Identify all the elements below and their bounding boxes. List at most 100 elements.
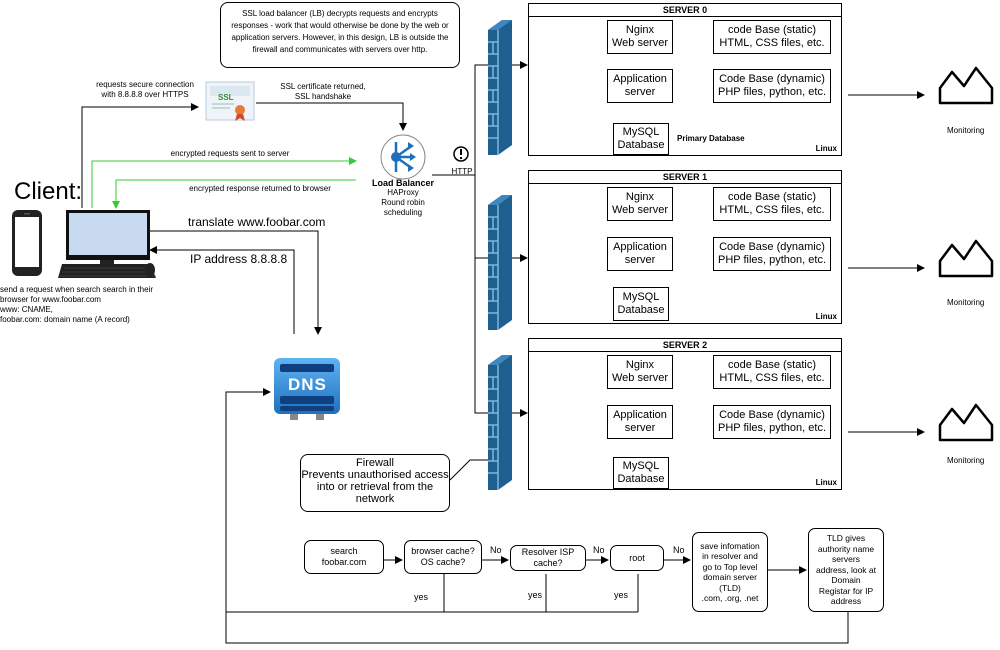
load-balancer-title: Load Balancer: [371, 178, 435, 188]
load-balancer-icon: [380, 134, 426, 180]
box-line: server: [624, 254, 656, 266]
static-codebase-box: code Base (static)HTML, CSS files, etc.: [713, 355, 831, 389]
box-line: Code Base (dynamic): [719, 241, 825, 253]
secure-connection-arrow: [81, 103, 199, 208]
box-line: code Base (static): [727, 24, 817, 36]
os-label: Linux: [815, 144, 837, 153]
box-line: Code Base (dynamic): [719, 409, 825, 421]
ssl-certificate-icon: [205, 81, 255, 121]
box-line: PHP files, python, etc.: [717, 254, 827, 266]
monitoring-0-icon: [938, 66, 994, 105]
flow-no-label: No: [593, 545, 605, 555]
os-label: Linux: [815, 312, 837, 321]
monitoring-1-label: Monitoring: [947, 298, 985, 307]
translate-arrow: [150, 230, 322, 335]
ssl-returned-label: SSL certificate returned, SSL handshake: [265, 82, 381, 102]
load-balancer-line: HAProxy: [387, 188, 419, 197]
encrypted-response-arrow: [112, 179, 356, 209]
client-title: Client:: [14, 178, 83, 205]
firewall-2-icon: [488, 355, 512, 490]
monitoring-2-label: Monitoring: [947, 456, 985, 465]
box-line: HTML, CSS files, etc.: [719, 37, 825, 49]
encrypted-requests-arrow: [91, 157, 357, 208]
flow-line: Domain: [831, 575, 861, 586]
load-balancer-line: Round robin: [381, 198, 425, 207]
box-line: PHP files, python, etc.: [717, 422, 827, 434]
warning-icon: [453, 146, 469, 162]
box-line: Nginx: [625, 359, 655, 371]
dynamic-codebase-box: Code Base (dynamic)PHP files, python, et…: [713, 405, 831, 439]
primary-database-label: Primary Database: [677, 134, 745, 143]
secure-connection-line: requests secure connection: [96, 80, 194, 89]
box-line: MySQL: [622, 460, 660, 472]
http-label: HTTP: [451, 167, 473, 176]
encrypted-response-label: encrypted response returned to browser: [189, 184, 331, 193]
client-description-line: foobar.com: domain name (A record): [0, 315, 130, 324]
box-line: MySQL: [622, 126, 660, 138]
box-line: HTML, CSS files, etc.: [719, 204, 825, 216]
monitoring-1-icon: [938, 239, 994, 278]
flow-line: Resolver ISP: [521, 547, 575, 557]
client-description: send a request when search search in the…: [0, 285, 190, 325]
flow-no-label: No: [673, 545, 685, 555]
flow-line: Registar for IP: [818, 585, 874, 596]
flow-line: address: [830, 596, 862, 607]
flow-browser-cache: browser cache?OS cache?: [404, 540, 482, 574]
flow-line: authority name: [817, 543, 875, 554]
dns-icon-label: DNS: [288, 375, 327, 394]
flow-line: go to Top level: [702, 561, 758, 572]
ssl-returned-arrow: [256, 102, 407, 131]
flow-line: in resolver and: [702, 551, 758, 561]
box-line: Database: [617, 473, 665, 485]
flow-line: search: [330, 546, 358, 556]
server-title: SERVER 2: [529, 339, 841, 352]
box-line: server: [624, 422, 656, 434]
encrypted-requests-label: encrypted requests sent to server: [170, 149, 290, 158]
ssl-icon-label: SSL: [218, 93, 234, 102]
box-line: server: [624, 86, 656, 98]
computer-icon: [58, 210, 156, 278]
box-line: Database: [617, 304, 665, 316]
load-balancer-line: scheduling: [383, 208, 423, 217]
box-line: Nginx: [625, 191, 655, 203]
firewall-note-title: Firewall: [356, 457, 394, 469]
flow-line: TLD gives: [826, 533, 866, 544]
flow-line: browser cache?: [411, 546, 475, 556]
dns-icon: [274, 358, 340, 420]
flow-line: servers: [832, 554, 860, 565]
ssl-returned-line: SSL certificate returned,: [280, 82, 366, 91]
box-line: Web server: [611, 204, 669, 216]
box-line: Web server: [611, 37, 669, 49]
firewall-note: Firewall Prevents unauthorised access in…: [300, 454, 450, 512]
flow-line: cache?: [533, 558, 563, 568]
box-line: Code Base (dynamic): [719, 73, 825, 85]
os-label: Linux: [815, 478, 837, 487]
dynamic-codebase-box: Code Base (dynamic)PHP files, python, et…: [713, 237, 831, 271]
flow-root: root: [610, 545, 664, 571]
box-line: Application: [613, 73, 667, 85]
ssl-returned-line: SSL handshake: [294, 92, 352, 101]
client-description-line: browser for www.foobar.com: [0, 295, 101, 304]
client-description-line: send a request when search search in the…: [0, 285, 153, 294]
flow-line: save infomation: [700, 540, 760, 551]
box-line: Application: [613, 409, 667, 421]
flow-line: .com, .org, .net: [701, 593, 759, 603]
firewall-0-icon: [488, 20, 512, 155]
flow-line: address, look at: [815, 564, 876, 575]
box-line: HTML, CSS files, etc.: [719, 372, 825, 384]
flow-yes-label: yes: [528, 590, 543, 600]
static-codebase-box: code Base (static)HTML, CSS files, etc.: [713, 187, 831, 221]
load-balancer-label: Load Balancer HAProxy Round robin schedu…: [363, 178, 443, 218]
